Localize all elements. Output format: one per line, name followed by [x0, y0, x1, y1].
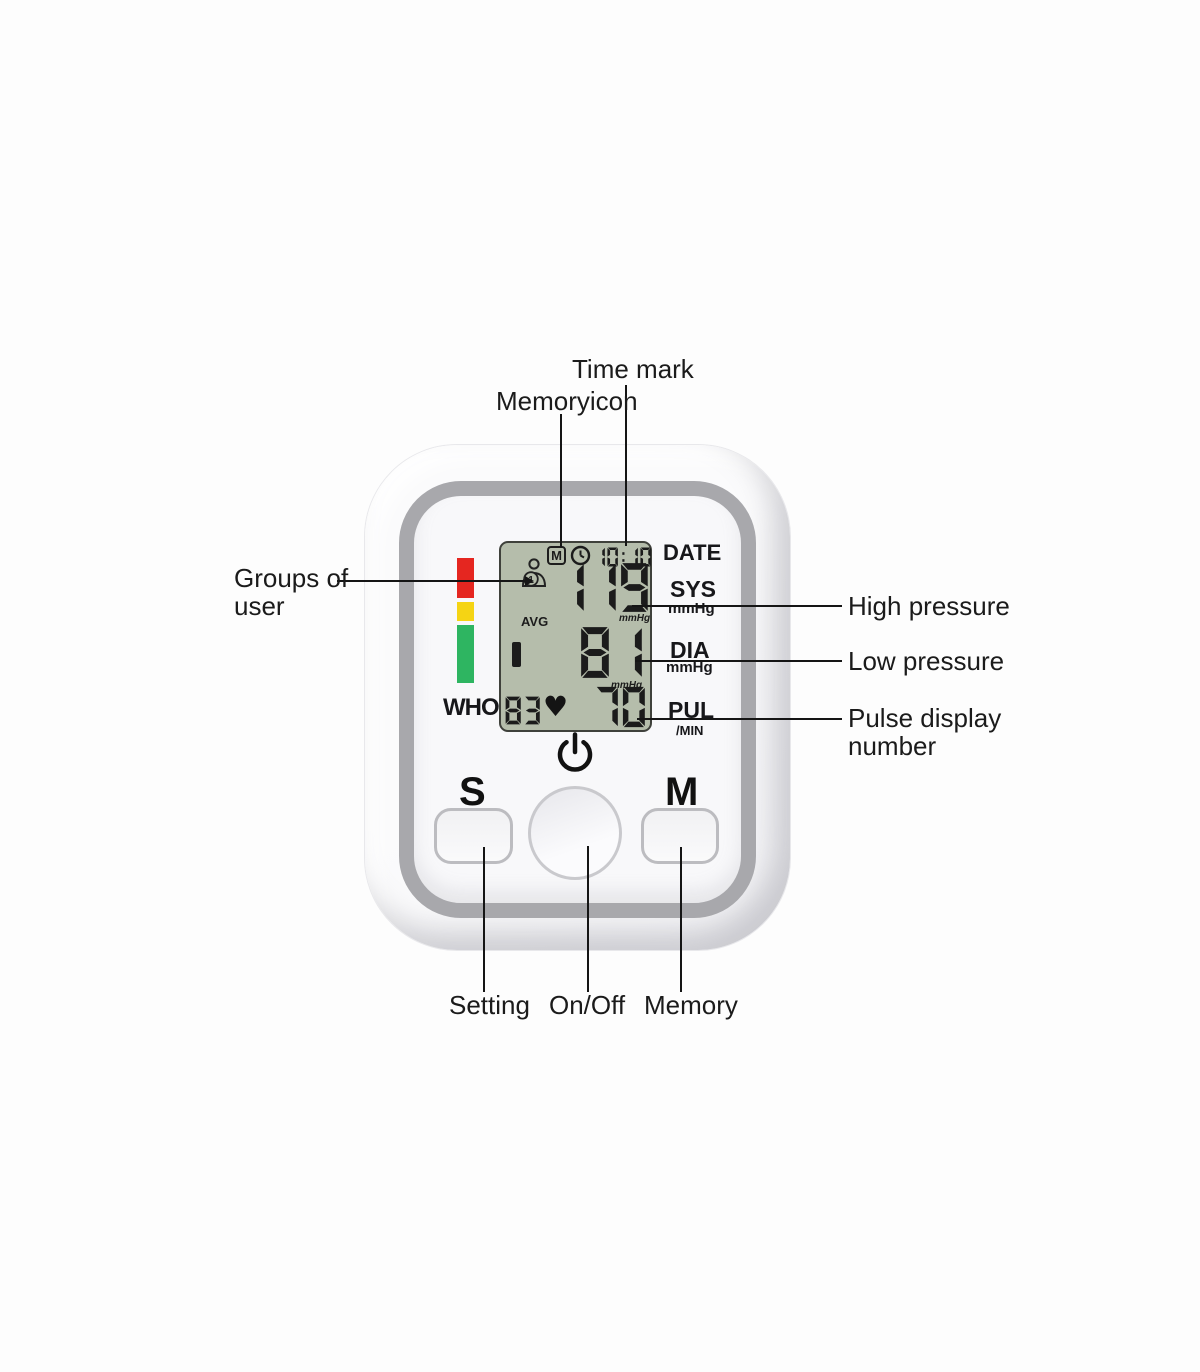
- time-mark-line: [625, 385, 627, 546]
- who-label: WHO: [443, 694, 500, 721]
- onoff-label: On/Off: [549, 990, 626, 1020]
- sys-label: SYS: [670, 576, 717, 602]
- memory-label: Memory: [644, 990, 738, 1020]
- memoryicon-label: Memoryicon: [496, 386, 638, 416]
- groups-of-user-label: Groups of user: [234, 564, 348, 620]
- avg-label: AVG: [521, 614, 549, 629]
- dia-mmhg-small: mmHg: [611, 680, 643, 691]
- memoryicon-line: [560, 414, 562, 547]
- who-yellow-segment: [457, 602, 474, 621]
- sys-mmhg-small: mmHg: [619, 613, 651, 624]
- bar-indicator: [512, 642, 521, 667]
- user-group-icon: 1: [521, 558, 547, 587]
- who-red-segment: [457, 558, 474, 598]
- memory-button-letter: M: [665, 770, 699, 814]
- groups-of-user-line1: Groups of: [234, 563, 349, 593]
- power-button: [528, 786, 622, 880]
- who-green-segment: [457, 625, 474, 683]
- diastolic-display: [580, 626, 643, 679]
- low-pressure-label: Low pressure: [848, 646, 1005, 676]
- memory-button: [641, 808, 719, 864]
- setting-line: [483, 847, 485, 992]
- pulse-display-line1: Pulse display: [848, 703, 1002, 733]
- pul-unit-label: /MIN: [676, 723, 704, 738]
- pulse-display: [595, 686, 645, 728]
- clock-icon: [570, 545, 591, 566]
- setting-label: Setting: [449, 990, 530, 1020]
- low-pressure-line: [635, 660, 842, 662]
- pulse-display-line2: number: [848, 731, 937, 761]
- memory-line: [680, 847, 682, 992]
- power-icon: [557, 732, 593, 772]
- groups-of-user-line2: user: [234, 591, 285, 621]
- high-pressure-label: High pressure: [848, 591, 1010, 621]
- time-mark-label: Time mark: [572, 354, 694, 384]
- groups-of-user-line: [337, 576, 534, 586]
- memory-count-display: [505, 696, 541, 725]
- setting-button-letter: S: [459, 770, 486, 814]
- pulse-line: [637, 718, 842, 720]
- dia-label: DIA: [670, 637, 710, 663]
- onoff-line: [587, 846, 589, 992]
- heart-icon: ♥: [543, 690, 569, 723]
- sys-unit-label: mmHg: [668, 600, 715, 617]
- dia-unit-label: mmHg: [666, 659, 713, 676]
- setting-button: [434, 808, 513, 864]
- date-label: DATE: [663, 540, 722, 565]
- high-pressure-line: [632, 605, 842, 607]
- pulse-display-label: Pulse display number: [848, 704, 1001, 760]
- memory-m-icon: M: [547, 546, 566, 565]
